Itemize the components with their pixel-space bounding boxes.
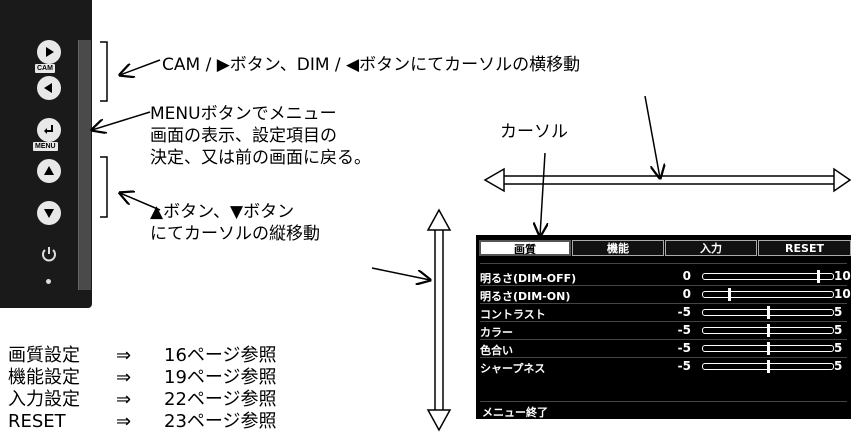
vertical-note-line2: にてカーソルの縦移動	[150, 224, 320, 244]
setting-min: -5	[677, 323, 691, 337]
setting-label: カラー	[480, 326, 513, 339]
slider-knob[interactable]	[817, 270, 821, 283]
reference-row: 機能設定⇒19ページ参照	[8, 367, 277, 388]
row-divider	[480, 303, 847, 304]
setting-slider[interactable]	[702, 342, 834, 355]
slider-knob[interactable]	[766, 360, 770, 373]
menu-note-line2: 画面の表示、設定項目の	[150, 126, 337, 146]
setting-slider[interactable]	[702, 288, 834, 301]
up-button[interactable]	[37, 159, 61, 183]
tab-input[interactable]: 入力	[665, 240, 757, 256]
page-references: 画質設定⇒16ページ参照 機能設定⇒19ページ参照 入力設定⇒22ページ参照 R…	[8, 345, 277, 433]
enter-return-icon	[44, 125, 53, 134]
row-divider	[480, 357, 847, 358]
setting-label: 色合い	[480, 344, 513, 357]
horizontal-move-note: CAM / ▶ボタン、DIM / ◀ボタンにてカーソルの横移動	[162, 55, 581, 75]
horizontal-double-arrow	[483, 167, 851, 193]
setting-row[interactable]: コントラスト -5 5	[480, 304, 851, 321]
setting-slider[interactable]	[702, 360, 834, 373]
menu-exit[interactable]: メニュー終了	[482, 406, 548, 419]
setting-row[interactable]: 色合い -5 5	[480, 340, 851, 357]
power-icon	[42, 247, 56, 262]
setting-label: シャープネス	[480, 362, 546, 375]
slider-knob[interactable]	[766, 324, 770, 337]
setting-slider[interactable]	[702, 324, 834, 337]
setting-label: 明るさ(DIM-OFF)	[480, 272, 577, 285]
setting-max: 5	[834, 323, 843, 337]
play-left-icon	[44, 83, 52, 93]
setting-min: 0	[682, 287, 691, 301]
triangle-up-icon	[44, 166, 54, 175]
power-button[interactable]	[37, 242, 61, 266]
menu-button[interactable]	[37, 118, 61, 142]
right-arrow-button[interactable]	[37, 40, 61, 64]
setting-max: 5	[834, 305, 843, 319]
osd-divider	[480, 401, 847, 402]
row-divider	[480, 321, 847, 322]
row-divider	[480, 339, 847, 340]
cam-tag: CAM	[35, 64, 55, 73]
reference-row: RESET⇒23ページ参照	[8, 411, 277, 432]
setting-max: 10	[834, 287, 851, 301]
setting-row[interactable]: 明るさ(DIM-ON) 0 10	[480, 286, 851, 303]
tab-reset[interactable]: RESET	[758, 240, 851, 256]
setting-row[interactable]: 明るさ(DIM-OFF) 0 10	[480, 268, 851, 285]
setting-max: 5	[834, 359, 843, 373]
setting-label: 明るさ(DIM-ON)	[480, 290, 571, 303]
play-right-icon	[46, 47, 54, 57]
slider-knob[interactable]	[766, 306, 770, 319]
menu-tag: MENU	[33, 142, 58, 151]
slider-knob[interactable]	[766, 342, 770, 355]
reference-row: 入力設定⇒22ページ参照	[8, 389, 277, 410]
down-button[interactable]	[37, 201, 61, 225]
setting-slider[interactable]	[702, 306, 834, 319]
monitor-bezel-strip	[78, 40, 91, 290]
reference-row: 画質設定⇒16ページ参照	[8, 345, 277, 366]
tab-picture[interactable]: 画質	[479, 240, 571, 256]
setting-min: -5	[677, 305, 691, 319]
setting-max: 5	[834, 341, 843, 355]
setting-min: -5	[677, 341, 691, 355]
osd-divider	[480, 263, 847, 264]
setting-label: コントラスト	[480, 308, 546, 321]
left-arrow-button[interactable]	[37, 76, 61, 100]
menu-note-line3: 決定、又は前の画面に戻る。	[150, 148, 371, 168]
triangle-down-icon	[44, 209, 54, 218]
menu-note-line1: MENUボタンでメニュー	[150, 104, 337, 124]
setting-min: -5	[677, 359, 691, 373]
cursor-label: カーソル	[500, 122, 568, 142]
setting-row[interactable]: カラー -5 5	[480, 322, 851, 339]
row-divider	[480, 285, 847, 286]
setting-row[interactable]: シャープネス -5 5	[480, 358, 851, 375]
power-led	[46, 279, 51, 284]
vertical-double-arrow	[426, 208, 452, 432]
vertical-note-line1: ▲ボタン、▼ボタン	[150, 202, 295, 222]
setting-max: 10	[834, 269, 851, 283]
setting-slider[interactable]	[702, 270, 834, 283]
setting-min: 0	[682, 269, 691, 283]
tab-function[interactable]: 機能	[572, 240, 664, 256]
slider-knob[interactable]	[728, 288, 732, 301]
